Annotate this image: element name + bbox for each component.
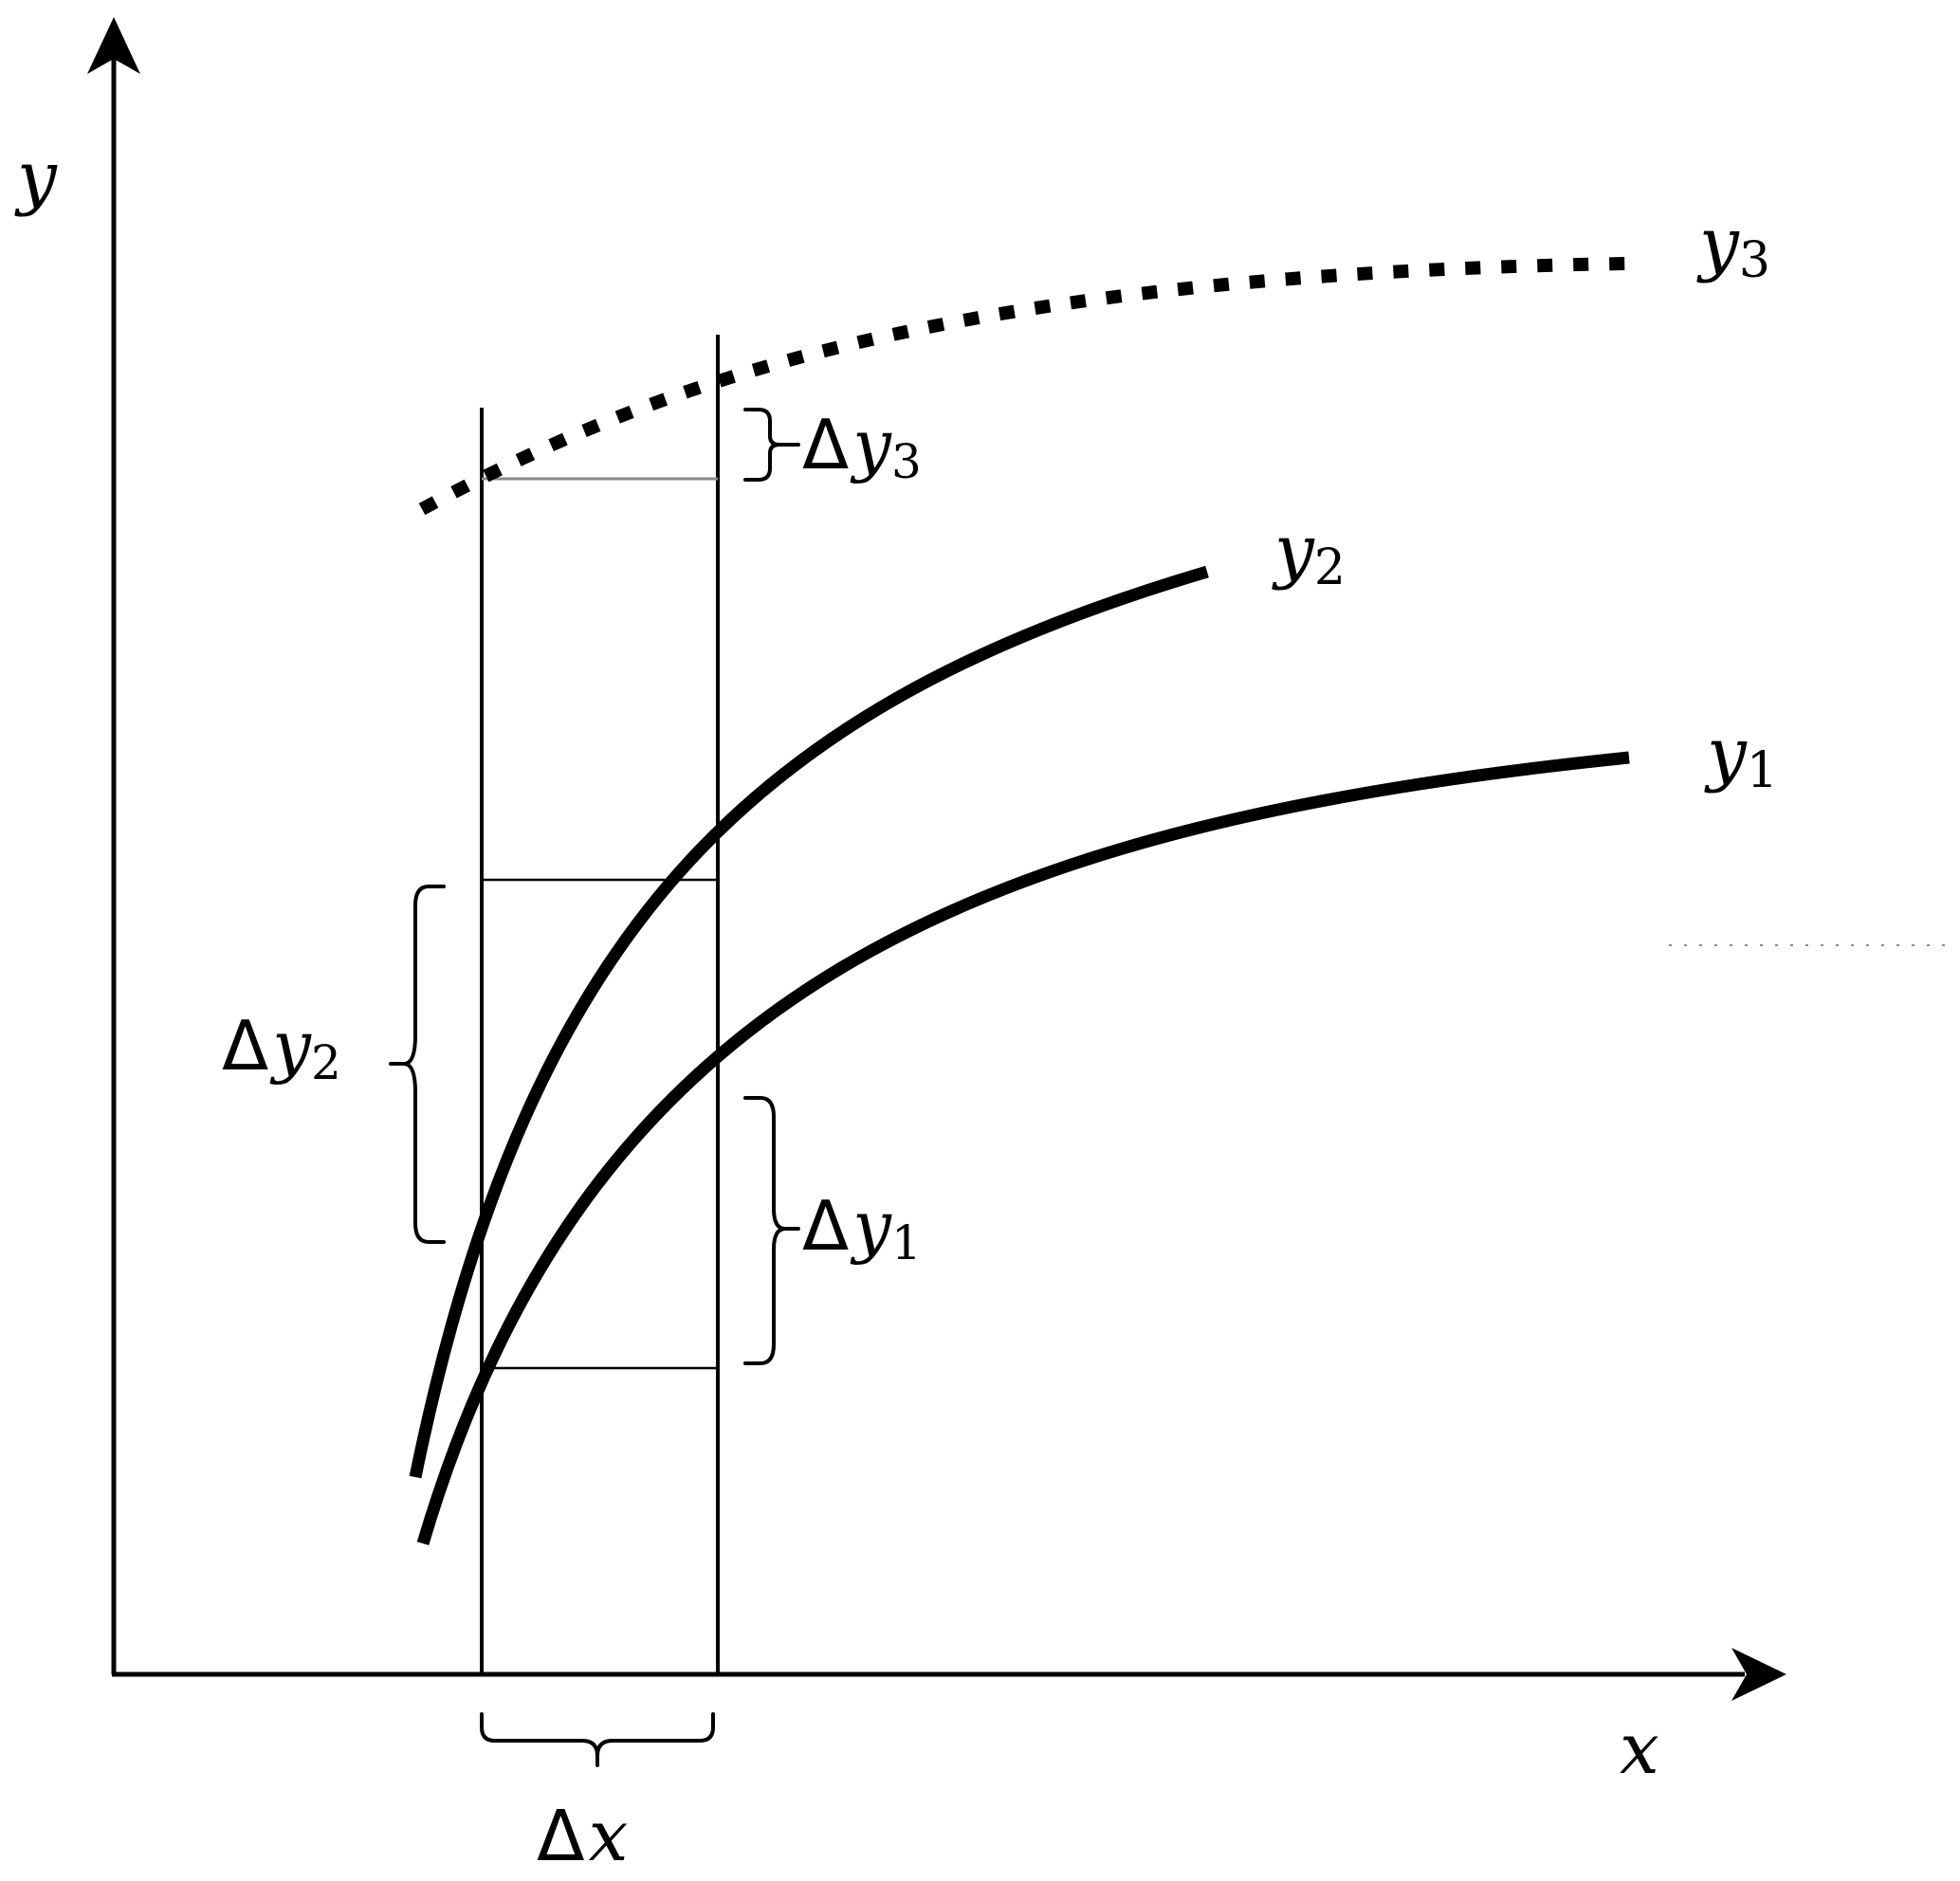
curve-y2 (409, 565, 1209, 1479)
curve-label-y2: y2 (1272, 510, 1346, 596)
curve-y1 (416, 751, 1630, 1545)
y-axis-arrowhead (87, 17, 140, 74)
label-delta-y1: Δy1 (802, 1186, 922, 1270)
brace-delta-y1 (743, 1096, 800, 1365)
curve-label-y1: y1 (1704, 713, 1778, 799)
x-axis-arrowhead (1731, 1648, 1786, 1701)
delta-x-guides (480, 335, 720, 1674)
y-axis-label: y (14, 137, 58, 218)
label-delta-y2: Δy2 (222, 1006, 341, 1090)
curves (409, 257, 1630, 1545)
braces (389, 408, 800, 1767)
horizontal-references (482, 477, 718, 1370)
label-delta-y3: Δy3 (802, 405, 922, 489)
curve-label-y3: y3 (1696, 203, 1770, 289)
curve-y3 (418, 257, 1628, 516)
brace-delta-x (480, 1712, 715, 1767)
label-delta-x: Δx (537, 1796, 628, 1877)
x-axis-label: x (1620, 1708, 1659, 1790)
brace-delta-y2 (389, 885, 446, 1244)
brace-delta-y3 (743, 408, 800, 482)
axes (87, 17, 1786, 1701)
